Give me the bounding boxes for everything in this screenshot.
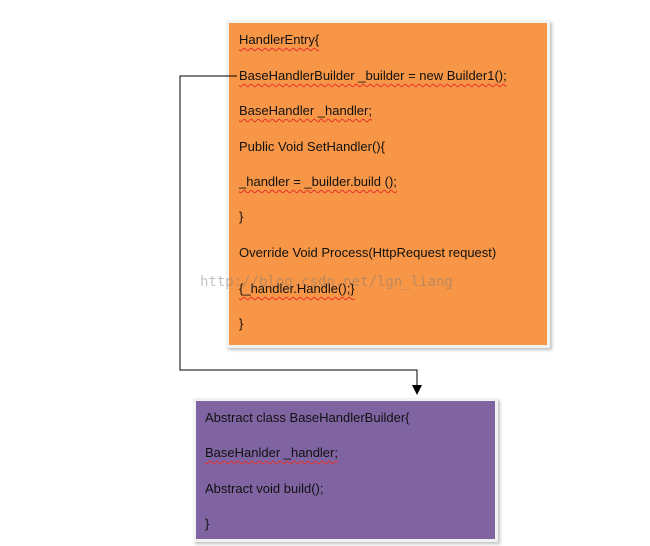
code-text: _handler = _builder.build (); [239,174,397,189]
handler-entry-box: HandlerEntry{ BaseHandlerBuilder _builde… [226,20,550,348]
code-text: } [239,209,244,224]
code-text: HandlerEntry{ [239,32,320,47]
code-line: Public Void SetHandler(){ [239,139,385,155]
code-line: BaseHanlder _handler; [205,445,338,461]
code-text: } [205,516,210,531]
code-text: Abstract class BaseHandlerBuilder{ [205,410,410,425]
code-text: BaseHanlder _handler; [205,445,338,460]
code-line: } [239,209,243,225]
code-text: Public Void SetHandler(){ [239,139,385,154]
code-line: Override Void Process(HttpRequest reques… [239,245,496,261]
code-line: {_handler.Handle();} [239,281,355,297]
code-text: BaseHandler _handler; [239,103,372,118]
code-line: Abstract void build(); [205,481,324,497]
code-line: HandlerEntry{ [239,32,319,48]
base-handler-builder-box: Abstract class BaseHandlerBuilder{ BaseH… [193,398,498,542]
arrowhead-icon [412,385,422,395]
code-line: BaseHandlerBuilder _builder = new Builde… [239,68,507,84]
code-line: Abstract class BaseHandlerBuilder{ [205,410,410,426]
connector-line [179,75,418,385]
code-line: } [239,316,243,332]
code-line: _handler = _builder.build (); [239,174,397,190]
code-text: BaseHandlerBuilder _builder = new Builde… [239,68,507,83]
code-text: } [239,316,244,331]
code-line: BaseHandler _handler; [239,103,372,119]
code-text: Override Void Process(HttpRequest reques… [239,245,497,260]
code-line: } [205,516,209,532]
code-text: Abstract void build(); [205,481,324,496]
code-text: {_handler.Handle();} [239,281,355,296]
